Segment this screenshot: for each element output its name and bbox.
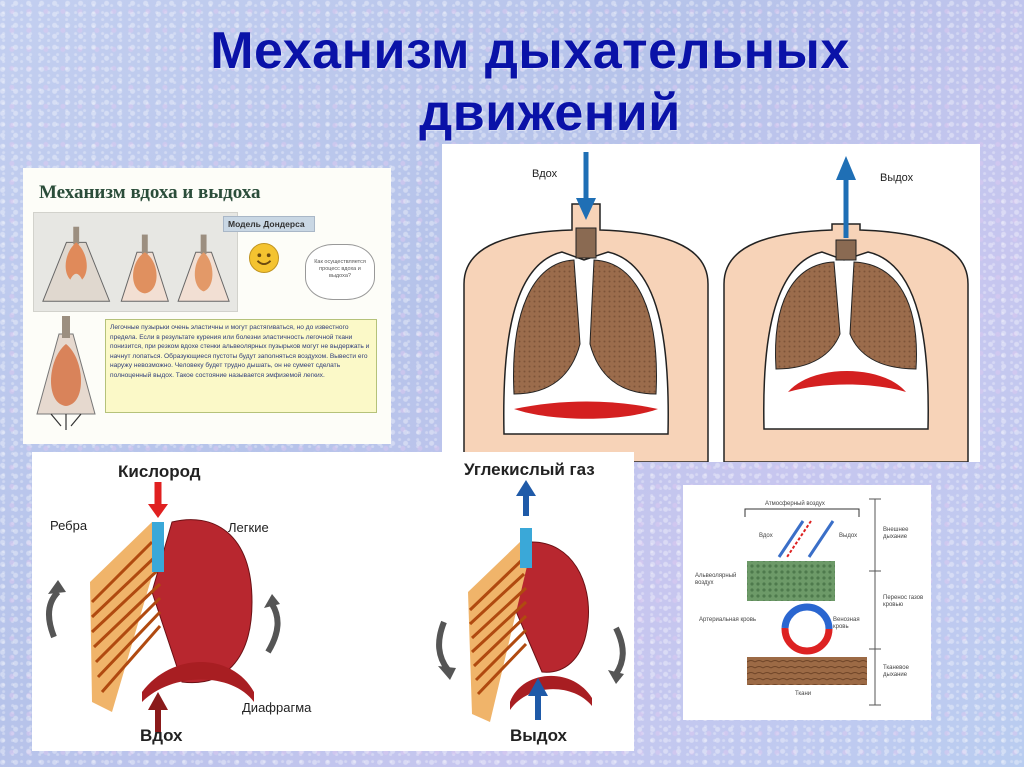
- ribcage-illustration: [46, 480, 626, 732]
- alveolar-air-label: Альвеолярный воздух: [695, 573, 737, 586]
- slide-title-line2: движений: [419, 84, 681, 142]
- diaphragm-label: Диафрагма: [242, 700, 312, 715]
- ribcage-inhale-label: Вдох: [140, 726, 183, 745]
- torso-lungs-panel: Вдох Выдох: [442, 144, 980, 462]
- co2-label: Углекислый газ: [464, 460, 595, 479]
- external-breathing-label: Внешнее дыхание: [883, 527, 909, 540]
- donders-model-panel: Механизм вдоха и выдоха Модель Дондерса …: [23, 168, 391, 444]
- tissue-breathing-label: Тканевое дыхание: [883, 665, 909, 678]
- emphysema-text: Легочные пузырьки очень эластичны и могу…: [105, 319, 377, 413]
- slide-title-line1: Механизм дыхательных: [210, 22, 850, 80]
- question-bubble: Как осуществляется процесс вдоха и выдох…: [305, 244, 375, 300]
- lungs-label: Легкие: [228, 520, 269, 535]
- ribcage-panel: Кислород Углекислый газ Ребра Легкие Диа…: [32, 452, 634, 751]
- scheme-inhale-label: Вдох: [759, 533, 773, 539]
- venous-blood-label: Венозная кровь: [833, 617, 860, 630]
- panel-model-title: Механизм вдоха и выдоха: [39, 182, 261, 203]
- smiley-face-icon: [249, 243, 279, 273]
- tissues-label: Ткани: [795, 691, 812, 697]
- model-tag: Модель Дондерса: [223, 216, 315, 232]
- gas-exchange-scheme-panel: Атмосферный воздух Вдох Выдох Альвеолярн…: [683, 485, 931, 720]
- oxygen-label: Кислород: [118, 462, 201, 481]
- torso-inhale-label: Вдох: [532, 168, 558, 180]
- ribcage-exhale-label: Выдох: [510, 726, 568, 745]
- arterial-blood-label: Артериальная кровь: [699, 617, 757, 623]
- slide-title: Механизм дыхательных движений: [150, 20, 910, 144]
- bell-jar-large-illustration: [36, 316, 96, 430]
- bell-jar-models-illustration: [42, 226, 230, 302]
- scheme-exhale-label: Выдох: [839, 533, 858, 539]
- atmospheric-air-label: Атмосферный воздух: [765, 501, 825, 507]
- gas-exchange-scheme-illustration: [744, 498, 881, 706]
- gas-transport-label: Перенос газов кровью: [883, 595, 924, 608]
- model-images-box: [33, 212, 238, 312]
- ribs-label: Ребра: [50, 518, 88, 533]
- torso-exhale-label: Выдох: [880, 172, 914, 184]
- torso-lungs-illustration: [463, 152, 969, 462]
